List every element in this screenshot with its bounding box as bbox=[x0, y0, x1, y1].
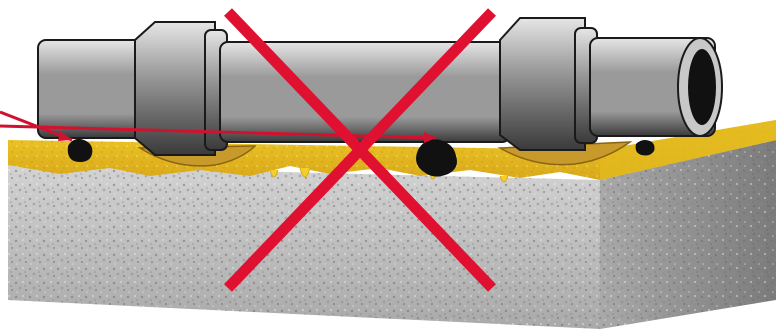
pipe-joint-bell-right bbox=[500, 18, 585, 150]
soil-front-texture bbox=[8, 165, 600, 329]
pipe-end-bore bbox=[688, 49, 716, 125]
pipe-segment-left bbox=[38, 40, 143, 138]
rock-right bbox=[636, 140, 655, 156]
pipe-joint-bell-left bbox=[135, 22, 215, 155]
